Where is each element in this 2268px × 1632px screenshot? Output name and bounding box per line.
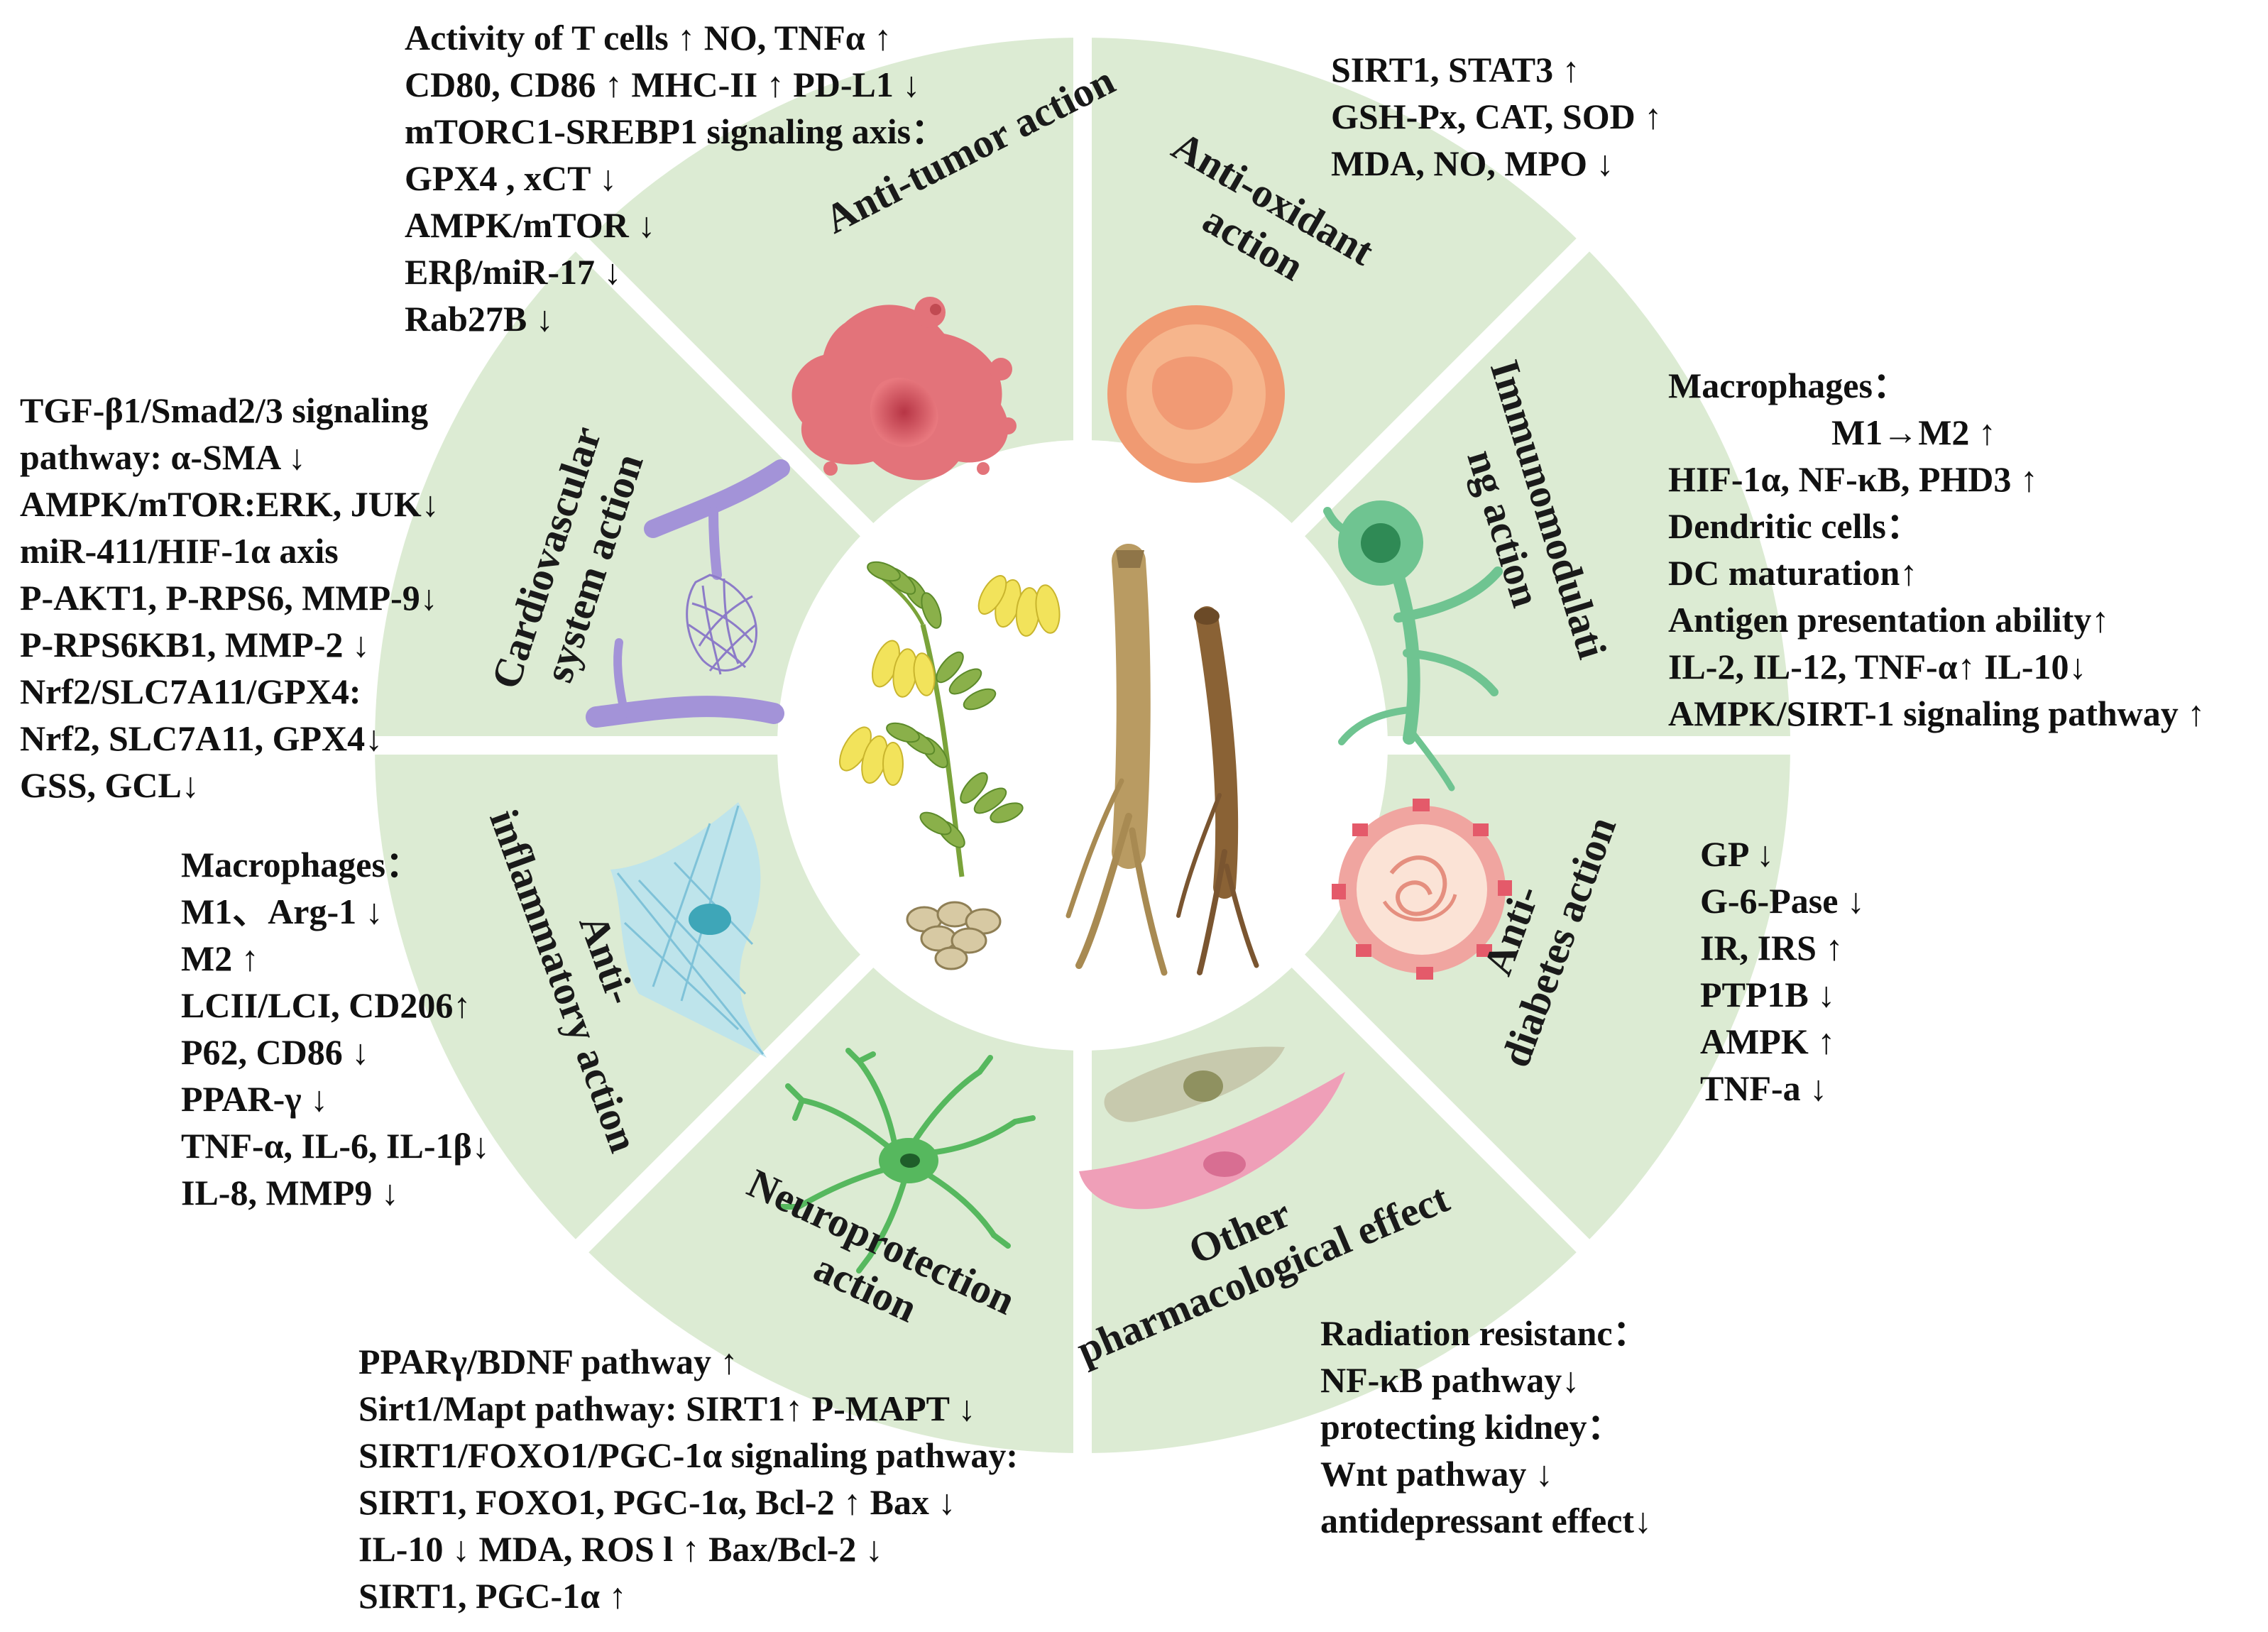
dendritic-cell-icon [1323,500,1503,792]
annotation-line: MDA, NO, MPO ↓ [1331,143,1614,183]
annotation-line: LCII/LCI, CD206↑ [181,985,471,1025]
annotation-line: Macrophages： [1668,366,1908,405]
annotation-line: G-6-Pase ↓ [1700,881,1865,921]
other-effect-annotations: Radiation resistanc： NF-κB pathway↓ prot… [1320,1310,1652,1544]
annotation-line: AMPK/SIRT-1 signaling pathway ↑ [1668,694,2206,733]
annotation-line: GPX4 , xCT ↓ [405,158,618,198]
annotation-line: Antigen presentation ability↑ [1668,600,2110,640]
blood-vessel-icon [586,459,790,728]
annotation-line: TGF-β1/Smad2/3 signaling [20,390,429,430]
annotation-line: M1、Arg-1 ↓ [181,892,383,931]
fibroblast-icon [610,802,767,1058]
annotation-line: M1→M2 ↑ [1831,412,1996,452]
annotation-line: AMPK/mTOR:ERK, JUK↓ [20,484,439,524]
annotation-line: IL-2, IL-12, TNF-α↑ IL-10↓ [1668,647,2087,686]
annotation-line: CD80, CD86 ↑ MHC-II ↑ PD-L1 ↓ [405,65,921,104]
annotation-line: PTP1B ↓ [1700,975,1836,1014]
annotation-line: Macrophages： [181,845,421,885]
annotation-line: HIF-1α, NF-κB, PHD3 ↑ [1668,459,2038,499]
annotation-line: IR, IRS ↑ [1700,928,1844,968]
anti-diabetes-annotations: GP ↓ G-6-Pase ↓ IR, IRS ↑ PTP1B ↓ AMPK ↑… [1700,831,1865,1112]
annotation-line: SIRT1, STAT3 ↑ [1331,50,1580,89]
annotation-line: TNF-a ↓ [1700,1068,1828,1108]
annotation-line: IL-10 ↓ MDA, ROS l ↑ Bax/Bcl-2 ↓ [358,1529,883,1569]
annotation-line: Nrf2, SLC7A11, GPX4↓ [20,718,383,758]
astragalus-plant-illustration [839,544,1259,976]
annotation-line: GP ↓ [1700,834,1775,874]
annotation-line: P-AKT1, P-RPS6, MMP-9↓ [20,578,438,618]
annotation-line: SIRT1, PGC-1α ↑ [358,1576,627,1616]
annotation-line: Nrf2/SLC7A11/GPX4: [20,672,361,711]
annotation-line: SIRT1/FOXO1/PGC-1α signaling pathway: [358,1435,1019,1475]
anti-inflammatory-annotations: Macrophages： M1、Arg-1 ↓ M2 ↑ LCII/LCI, C… [181,841,490,1216]
annotation-line: GSH-Px, CAT, SOD ↑ [1331,97,1662,136]
ring-outline [364,27,1801,1464]
annotation-line: PPARγ/BDNF pathway ↑ [358,1342,738,1381]
annotation-line: pathway: α-SMA ↓ [20,437,306,477]
annotation-line: protecting kidney： [1320,1407,1623,1447]
annotation-line: ERβ/miR-17 ↓ [405,252,622,292]
annotation-line: DC maturation↑ [1668,553,1918,593]
annotation-line: TNF-α, IL-6, IL-1β↓ [181,1126,490,1166]
annotation-line: Dendritic cells： [1668,506,1922,546]
annotation-line: M2 ↑ [181,938,259,978]
annotation-line: P62, CD86 ↓ [181,1032,370,1072]
annotation-line: Sirt1/Mapt pathway: SIRT1↑ P-MAPT ↓ [358,1389,976,1428]
annotation-line: Activity of T cells ↑ NO, TNFα ↑ [405,18,892,57]
annotation-line: SIRT1, FOXO1, PGC-1α, Bcl-2 ↑ Bax ↓ [358,1482,956,1522]
neuron-icon [778,1048,1036,1274]
antioxidant-cell-icon [1107,305,1285,483]
annotation-line: Wnt pathway ↓ [1320,1454,1553,1494]
annotation-line: mTORC1-SREBP1 signaling axis： [405,111,947,151]
annotation-line: miR-411/HIF-1α axis [20,531,339,571]
annotation-line: AMPK/mTOR ↓ [405,205,656,245]
annotation-line: antidepressant effect↓ [1320,1501,1653,1540]
annotation-line: Radiation resistanc： [1320,1313,1648,1353]
tumor-cells-icon [791,297,1017,481]
anti-tumor-annotations: Activity of T cells ↑ NO, TNFα ↑ CD80, C… [405,14,946,342]
annotation-line: P-RPS6KB1, MMP-2 ↓ [20,625,370,664]
annotation-line: NF-κB pathway↓ [1320,1360,1580,1400]
diabetes-cell-icon [1332,799,1512,980]
annotation-line: GSS, GCL↓ [20,765,199,805]
annotation-line: Rab27B ↓ [405,299,554,339]
immunomodulating-annotations: Macrophages： M1→M2 ↑ HIF-1α, NF-κB, PHD3… [1668,362,2205,737]
annotation-line: IL-8, MMP9 ↓ [181,1173,399,1212]
cells-icon [1079,1046,1345,1210]
annotation-line: AMPK ↑ [1700,1022,1836,1061]
annotation-line: PPAR-γ ↓ [181,1079,329,1119]
cardiovascular-annotations: TGF-β1/Smad2/3 signaling pathway: α-SMA … [20,387,439,809]
anti-oxidant-annotations: SIRT1, STAT3 ↑ GSH-Px, CAT, SOD ↑ MDA, N… [1331,46,1662,187]
neuroprotection-annotations: PPARγ/BDNF pathway ↑ Sirt1/Mapt pathway:… [358,1338,1018,1619]
